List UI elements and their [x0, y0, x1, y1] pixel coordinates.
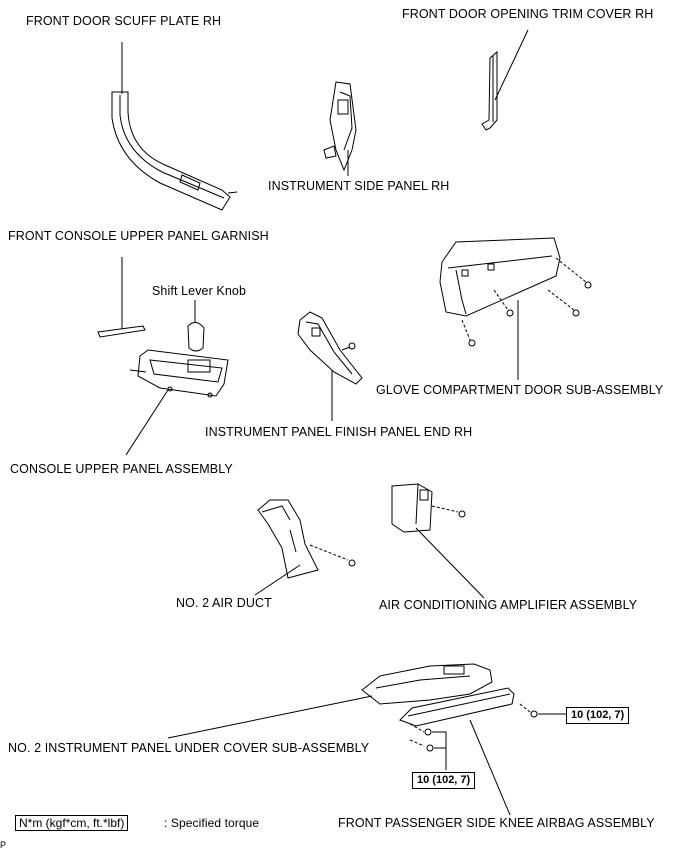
- torque-spec-right: 10 (102, 7): [566, 707, 630, 724]
- ac-amplifier-leader: [415, 527, 485, 599]
- label-knee-airbag: FRONT PASSENGER SIDE KNEE AIRBAG ASSEMBL…: [338, 816, 655, 830]
- glove-box-part: [439, 237, 561, 317]
- label-front-console-garnish: FRONT CONSOLE UPPER PANEL GARNISH: [8, 229, 269, 243]
- under-cover-part: [361, 663, 493, 705]
- air-duct-screw: [348, 559, 356, 567]
- knee-airbag-leader: [469, 719, 511, 816]
- side-panel-part: [323, 81, 357, 172]
- air-duct-leader: [254, 564, 301, 596]
- ac-amplifier-screw-line: [431, 505, 459, 513]
- ac-amplifier-part: [391, 483, 433, 533]
- torque-lower-leader: [432, 731, 447, 770]
- trim-cover-part: [481, 50, 498, 131]
- label-air-duct: NO. 2 AIR DUCT: [176, 596, 272, 610]
- torque-spec-lower: 10 (102, 7): [412, 772, 476, 789]
- label-console-upper-panel: CONSOLE UPPER PANEL ASSEMBLY: [10, 462, 233, 476]
- label-instrument-finish-panel: INSTRUMENT PANEL FINISH PANEL END RH: [205, 425, 473, 439]
- knob-part: [187, 322, 205, 352]
- finish-panel-screw: [341, 342, 356, 351]
- legend-description: : Specified torque: [164, 816, 260, 830]
- console-panel-part: [129, 349, 229, 398]
- label-front-door-scuff-plate: FRONT DOOR SCUFF PLATE RH: [26, 14, 222, 28]
- corner-mark: P: [0, 840, 7, 850]
- glove-box-screw-lines: [461, 257, 587, 341]
- label-front-door-opening-trim: FRONT DOOR OPENING TRIM COVER RH: [402, 7, 654, 21]
- knee-airbag-part: [399, 687, 515, 727]
- garnish-part: [97, 325, 146, 338]
- label-glove-compartment: GLOVE COMPARTMENT DOOR SUB-ASSEMBLY: [376, 383, 664, 397]
- label-ac-amplifier: AIR CONDITIONING AMPLIFIER ASSEMBLY: [379, 598, 638, 612]
- label-shift-lever-knob: Shift Lever Knob: [152, 284, 247, 298]
- label-under-cover: NO. 2 INSTRUMENT PANEL UNDER COVER SUB-A…: [8, 741, 370, 755]
- console-panel-leader: [125, 389, 169, 456]
- knee-airbag-screws: [409, 703, 538, 752]
- finish-panel-part: [297, 311, 363, 385]
- scuff-plate-part: [111, 91, 238, 211]
- legend-unit-box: N*m (kgf*cm, ft.*lbf): [15, 815, 129, 831]
- under-cover-leader: [167, 695, 373, 739]
- ac-amplifier-screw: [458, 510, 466, 518]
- air-duct-part: [257, 499, 319, 579]
- air-duct-screw-line: [309, 544, 349, 561]
- glove-box-screws: [468, 281, 592, 347]
- label-instrument-side-panel: INSTRUMENT SIDE PANEL RH: [268, 179, 450, 193]
- trim-cover-leader: [494, 29, 529, 101]
